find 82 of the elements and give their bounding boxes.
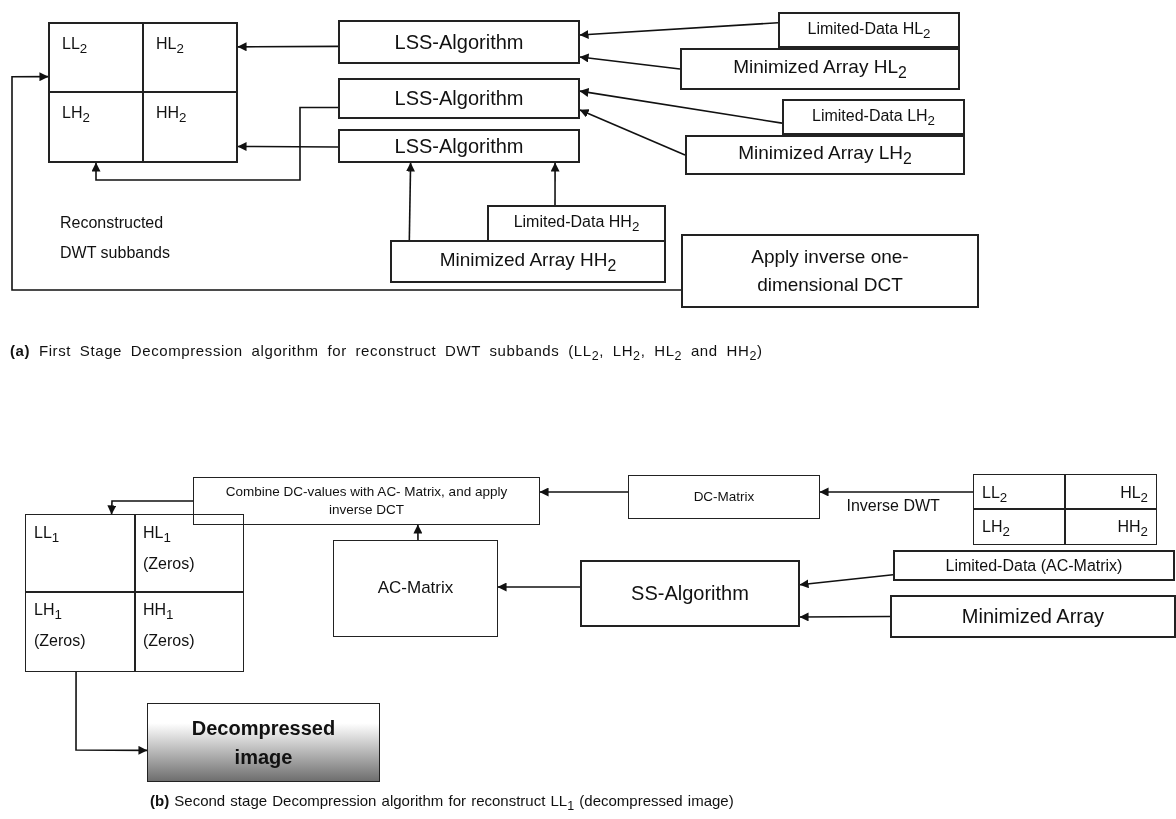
arrow <box>75 671 148 755</box>
box-label: Decompressed image <box>191 715 336 770</box>
input-box <box>390 240 666 283</box>
box-label: DC-Matrix <box>693 487 755 506</box>
box-label: HL$_{1}$ <box>143 523 171 548</box>
box-label: HL$_{2}$ <box>1120 483 1148 508</box>
arrow <box>579 88 783 124</box>
box-label: LSS-Algorithm <box>394 29 524 55</box>
matrix-cell <box>1064 508 1157 545</box>
input-box <box>680 48 960 90</box>
matrix-cell <box>25 514 136 593</box>
input-box <box>487 205 666 242</box>
arrow <box>799 612 891 622</box>
box-label: LH$_{1}$ <box>34 600 62 625</box>
arrow <box>579 53 681 70</box>
arrow <box>107 500 194 515</box>
arrow <box>91 106 339 181</box>
box-label: HL$_{2}$ <box>156 34 184 59</box>
matrix-cell <box>48 22 144 93</box>
matrix-cell <box>973 474 1066 510</box>
arrow <box>237 142 339 151</box>
arrow <box>799 574 894 589</box>
arrow <box>413 524 423 541</box>
process-box <box>681 234 979 308</box>
process-box <box>338 78 580 119</box>
box-label: Minimized Array <box>961 604 1105 629</box>
box-label: LSS-Algorithm <box>394 133 524 159</box>
arrow <box>237 42 339 52</box>
box-label: (Zeros) <box>143 630 195 651</box>
box-label: LL$_{2}$ <box>62 34 88 59</box>
output-box <box>147 703 380 782</box>
note-text: Reconstructed DWT subbands <box>60 213 171 264</box>
process-box <box>580 560 800 627</box>
matrix-cell <box>134 514 244 593</box>
box-label: SS-Algorithm <box>631 581 749 606</box>
box-label: Apply inverse one-dimensional DCT <box>750 245 910 297</box>
input-box <box>893 550 1175 581</box>
arrow <box>539 487 629 497</box>
box-label: Limited-Data (AC-Matrix) <box>945 555 1123 576</box>
arrow <box>405 162 415 241</box>
matrix-cell <box>1064 474 1157 510</box>
matrix-cell <box>134 591 244 672</box>
arrow <box>497 582 581 592</box>
box-label: HH$_{2}$ <box>1117 517 1148 542</box>
arrow <box>11 72 682 291</box>
box-label: Limited-Data HH$_{2}$ <box>513 212 640 237</box>
input-box <box>685 135 965 175</box>
box-label: LH$_{2}$ <box>62 103 90 128</box>
process-box <box>193 477 540 525</box>
process-box <box>338 20 580 64</box>
matrix-cell <box>973 508 1066 545</box>
caption: (a) First Stage Decompression algorithm for reconstruct DWT subbands (LL$_{2}$, LH$_{2}$, HL$_{2}$ and HH$_{2}$) <box>10 342 763 363</box>
input-box <box>782 99 965 135</box>
input-box <box>778 12 960 48</box>
box-label: (Zeros) <box>34 630 86 651</box>
arrow <box>550 162 560 206</box>
matrix-cell <box>25 591 136 672</box>
arrow <box>579 109 686 156</box>
box-label: AC-Matrix <box>377 577 454 600</box>
box-label: Minimized Array LH$_{2}$ <box>738 141 912 169</box>
matrix-cell <box>142 91 238 163</box>
process-box <box>333 540 498 637</box>
arrow <box>819 487 974 497</box>
matrix-cell <box>142 22 238 93</box>
process-box <box>338 129 580 163</box>
box-label: HH$_{1}$ <box>143 600 174 625</box>
box-label: HH$_{2}$ <box>156 103 187 128</box>
matrix-cell <box>48 91 144 163</box>
caption: (b) Second stage Decompression algorithm for reconstruct LL$_{1}$ (decompressed image) <box>150 792 734 813</box>
box-label: Limited-Data LH$_{2}$ <box>812 105 935 130</box>
box-label: LH$_{2}$ <box>982 517 1010 542</box>
box-label: (Zeros) <box>143 553 195 574</box>
box-label: LSS-Algorithm <box>394 86 524 111</box>
process-box <box>890 595 1176 638</box>
box-label: Minimized Array HL$_{2}$ <box>733 55 907 83</box>
arrow <box>579 22 779 39</box>
box-label: LL$_{1}$ <box>34 523 60 548</box>
box-label: Limited-Data HL$_{2}$ <box>807 18 931 43</box>
box-label: LL$_{2}$ <box>982 483 1008 508</box>
process-box <box>628 475 820 519</box>
box-label: Minimized Array HH$_{2}$ <box>439 247 617 276</box>
box-label: Combine DC-values with AC- Matrix, and apply inverse DCT <box>224 482 509 519</box>
